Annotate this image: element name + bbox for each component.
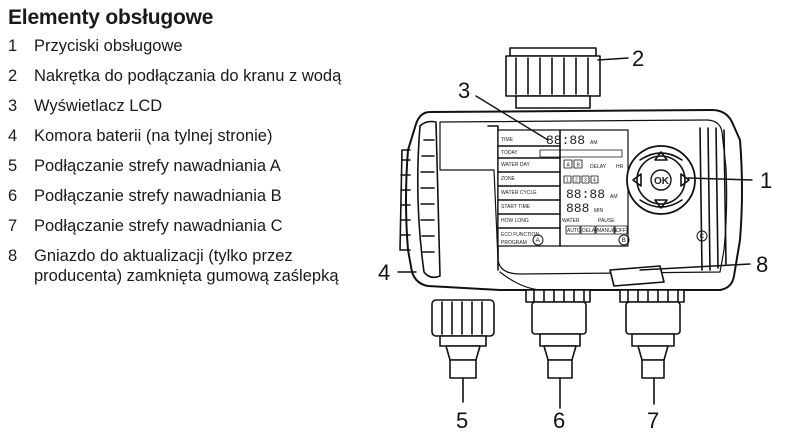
callout-numbers: 2 3 1 4 8 5 6 7 (378, 46, 772, 433)
lcd-am: AM (590, 140, 598, 146)
lcd-cycle-2: 2 (575, 178, 578, 184)
lcd-hr: HR (616, 164, 624, 170)
lcd-zone-a: A (567, 163, 571, 169)
lcd-cycle-3: 3 (584, 178, 587, 184)
lcd-display (497, 129, 629, 247)
lcd-start-am: AM (610, 194, 618, 200)
callout-8: 8 (756, 252, 768, 277)
lcd-auto: AUTO (567, 228, 581, 234)
lcd-how-long-digits: 888 (566, 201, 589, 216)
lcd-time-digits: 88:88 (546, 133, 585, 148)
outlet-b (525, 289, 591, 409)
outlet-a (431, 299, 495, 403)
callout-2: 2 (632, 46, 644, 71)
control-buttons (626, 145, 696, 215)
outlet-label-b: B (622, 237, 626, 244)
callout-7: 7 (647, 408, 659, 433)
leader-lines (397, 57, 753, 273)
lcd-label-program: PROGRAM (501, 240, 527, 246)
lcd-manual: MANUAL (597, 228, 618, 234)
lcd-cycle-4: 4 (593, 178, 596, 184)
lcd-water: WATER (562, 218, 580, 224)
outlet-label-a: A (536, 237, 541, 244)
lcd-label-today: TODAY (501, 150, 518, 156)
lcd-min: MIN (594, 208, 604, 214)
lcd-label-time: TIME (501, 137, 514, 143)
lcd-label-how-long: HOW LONG (501, 218, 529, 224)
lcd-off: OFF (616, 228, 626, 234)
lcd-label-start-time: START TIME (501, 204, 531, 210)
callout-6: 6 (553, 408, 565, 433)
lcd-delay-button: DELAY (582, 228, 599, 234)
lcd-label-water-cycle: WATER CYCLE (501, 190, 537, 196)
outlet-c (619, 289, 685, 405)
legend-title: Elementy obsługowe (8, 6, 214, 29)
outlet-label-c: C (700, 233, 705, 240)
lcd-start-digits: 88:88 (566, 187, 605, 202)
callout-3: 3 (458, 78, 470, 103)
lcd-label-eco-function: ECO FUNCTION (501, 232, 539, 238)
callout-4: 4 (378, 260, 390, 285)
lcd-zone-b: B (577, 163, 581, 169)
lcd-delay: DELAY (590, 164, 607, 170)
tap-nut (505, 47, 601, 109)
callout-5: 5 (456, 408, 468, 433)
callout-1: 1 (760, 168, 772, 193)
update-socket (609, 265, 665, 287)
lcd-pause: PAUSE (598, 218, 615, 224)
lcd-label-water-day: WATER DAY (501, 162, 530, 168)
lcd-cycle-1: 1 (566, 178, 569, 184)
lcd-label-zone: ZONE (501, 176, 516, 182)
lcd-text: TIME TODAY WATER DAY ZONE WATER CYCLE ST… (501, 133, 705, 246)
ok-label: OK (654, 176, 670, 187)
